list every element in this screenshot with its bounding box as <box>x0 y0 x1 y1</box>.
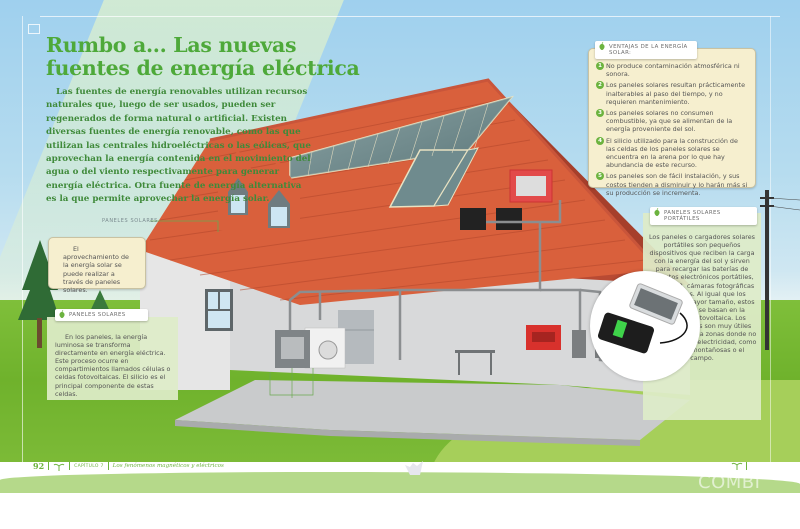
footer-right <box>731 461 747 470</box>
portatiles-tab: Paneles solares portátiles <box>650 207 757 225</box>
intro-paragraph: Las fuentes de energía renovables utiliz… <box>46 87 311 205</box>
solar-house-illustration <box>18 78 800 446</box>
portatiles-note: Los paneles o cargadores solares portáti… <box>643 213 761 420</box>
number-badge: 2 <box>596 81 604 90</box>
ventajas-note: 1 No produce contaminación atmosférica n… <box>588 48 756 197</box>
divider <box>746 461 747 470</box>
frame-line-left <box>22 16 23 471</box>
washing-machine <box>304 327 346 369</box>
ventaja-item: 1 No produce contaminación atmosférica n… <box>596 62 748 78</box>
ventaja-item: 5 Los paneles son de fácil instalación, … <box>596 172 748 197</box>
ventaja-text: Los paneles solares resultan prácticamen… <box>606 81 745 106</box>
number-badge: 1 <box>596 62 604 70</box>
tree-icon <box>18 240 60 348</box>
paneles-solares-note: En los paneles, la energía luminosa se t… <box>47 317 178 400</box>
aprovechamiento-note: El aprovechamiento de la energía solar s… <box>48 237 146 294</box>
divider <box>107 462 109 470</box>
ventaja-text: No produce contaminación atmosférica ni … <box>606 62 740 79</box>
phone-charger-icon <box>597 283 688 354</box>
frame-line-right <box>770 16 771 471</box>
portatiles-tab-label: Paneles solares portátiles <box>664 210 721 222</box>
page-number: 92 <box>33 461 45 471</box>
chapter-label: Capítulo 7 <box>74 463 104 469</box>
solar-charger-image <box>590 271 700 381</box>
ventaja-item: 3 Los paneles solares no consumen combus… <box>596 109 748 134</box>
number-badge: 4 <box>596 136 604 145</box>
ventaja-text: El silicio utilizado para la construcció… <box>606 136 738 170</box>
number-badge: 3 <box>596 109 604 118</box>
ventajas-tab-label: Ventajas de la energía solar: <box>609 44 688 56</box>
footer-wave <box>0 472 800 493</box>
textbook-page: Rumbo a... Las nuevas fuentes de energía… <box>0 0 800 493</box>
number-badge: 5 <box>596 172 604 181</box>
divider <box>69 462 71 470</box>
page-footer: 92 Capítulo 7 Los fenómenos magnéticos y… <box>33 461 224 471</box>
dormer-window <box>218 150 258 230</box>
portatiles-body: Los paneles o cargadores solares portáti… <box>647 233 757 363</box>
title-line-2: fuentes de energía eléctrica <box>46 56 360 80</box>
ventaja-text: Los paneles solares no consumen combusti… <box>606 109 733 134</box>
frame-line-top <box>40 16 780 17</box>
sprout-icon <box>731 462 743 470</box>
paneles-solares-tab: Paneles Solares <box>55 309 148 321</box>
publisher-logo: COMBI <box>698 472 761 493</box>
title-line-1: Rumbo a... Las nuevas <box>46 33 297 57</box>
leaf-icon <box>59 310 65 318</box>
ventaja-item: 2 Los paneles solares resultan prácticam… <box>596 81 748 106</box>
solar-panel-array <box>289 95 515 208</box>
ventaja-text: Los paneles son de fácil instalación, y … <box>606 172 748 197</box>
stove <box>275 330 310 368</box>
paneles-solares-tab-label: Paneles Solares <box>69 312 126 318</box>
utility-pole-icon <box>760 190 800 350</box>
frame-corner-square <box>28 24 40 34</box>
divider <box>48 462 50 470</box>
paper-boat-icon <box>405 461 423 475</box>
ventajas-tab: Ventajas de la energía solar: <box>595 41 697 59</box>
table <box>455 350 495 375</box>
chapter-title: Los fenómenos magnéticos y eléctricos <box>112 463 224 469</box>
leaf-icon <box>654 208 660 216</box>
dormer-window <box>258 160 300 240</box>
solar-panels-label: Paneles solares <box>102 218 158 224</box>
page-title: Rumbo a... Las nuevas fuentes de energía… <box>46 34 366 80</box>
leaf-icon <box>599 42 605 50</box>
ventaja-item: 4 El silicio utilizado para la construcc… <box>596 136 748 170</box>
sprout-icon <box>53 463 65 471</box>
